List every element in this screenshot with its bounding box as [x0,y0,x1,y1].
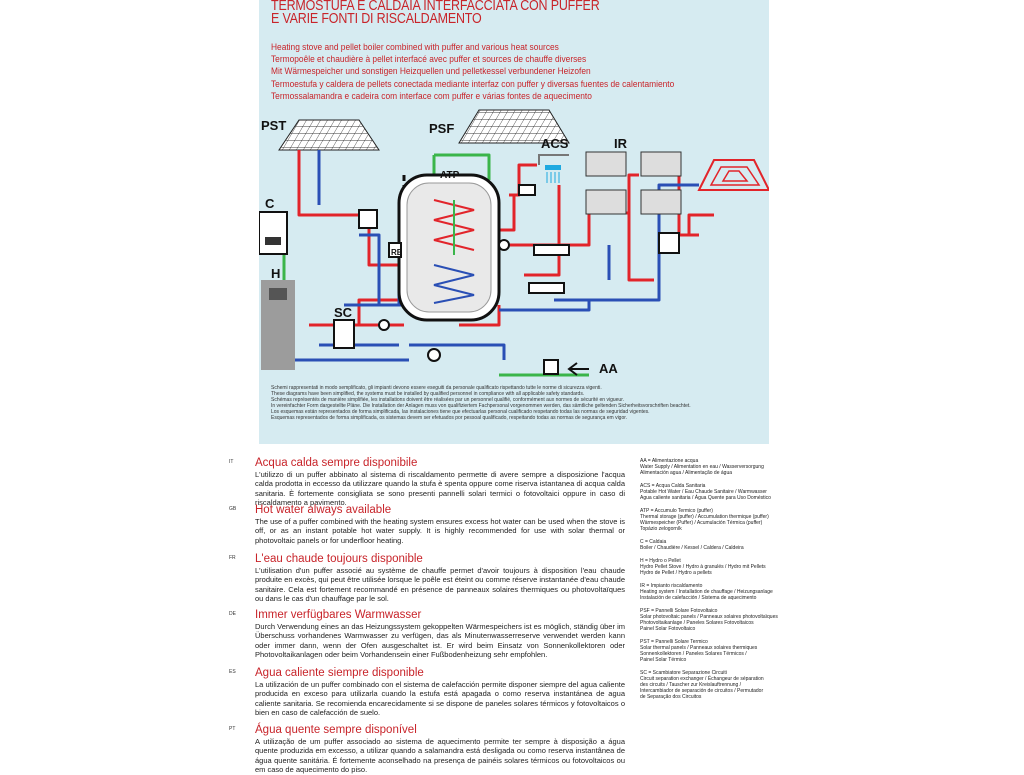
thermal-storage-tank [397,173,501,322]
solar-photovoltaic-panel [458,109,570,144]
boiler [259,211,288,255]
section-title: L'eau chaude toujours disponible [255,553,423,565]
label-pst: PST [261,118,286,133]
section-body: Durch Verwendung eines an das Heizungssy… [255,622,625,660]
section-title: Água quente sempre disponível [255,724,417,736]
label-atp: ATP [440,170,460,181]
section-de: DE Immer verfügbares Warmwasser Durch Ve… [229,609,625,660]
section-body: The use of a puffer combined with the he… [255,517,625,545]
circuit-separation-exchanger [333,319,355,349]
page-title: TERMOSTUFA E CALDAIA INTERFACCIATA CON P… [271,0,600,27]
diagram-panel: TERMOSTUFA E CALDAIA INTERFACCIATA CON P… [259,0,769,444]
floor-heating-icon [697,159,769,191]
legend-item-atp: ATP = Accumulo Termico (puffer)Thermal s… [640,508,769,532]
section-pt: PT Água quente sempre disponível A utili… [229,724,625,775]
section-body: L'utilizzo di un puffer abbinato al sist… [255,470,625,508]
subtitle-list: Heating stove and pellet boiler combined… [271,41,674,102]
radiators [585,151,682,215]
subtitle-de: Mit Wärmespeicher und sonstigen Heizquel… [271,66,591,77]
section-title: Immer verfügbares Warmwasser [255,609,422,621]
section-body: A utilização de um puffer associado ao s… [255,737,625,775]
subtitle-es: Termoestufa y caldera de pellets conecta… [271,78,675,89]
solar-thermal-panel [278,119,380,151]
subtitle-en: Heating stove and pellet boiler combined… [271,42,559,52]
section-body: La utilización de un puffer combinado co… [255,680,625,718]
section-body: L'utilisation d'un puffer associé au sys… [255,566,626,604]
section-title: Agua caliente siempre disponible [255,667,424,679]
section-gb: GB Hot water always available The use of… [229,504,625,545]
section-fr: FR L'eau chaude toujours disponible L'ut… [229,553,626,604]
label-aa: AA [599,361,618,376]
installation-notes: Schemi rappresentati in modo semplificat… [271,385,691,421]
label-psf: PSF [429,121,454,136]
section-es: ES Agua caliente siempre disponible La u… [229,667,625,718]
section-title: Acqua calda sempre disponibile [255,457,418,469]
section-it: IT Acqua calda sempre disponibile L'util… [229,457,625,508]
label-acs: ACS [541,136,569,151]
section-title: Hot water always available [255,504,392,516]
subtitle-fr: Termopoêle et chaudière à pellet interfa… [271,54,587,65]
label-re: RE [391,248,403,257]
label-ir: IR [614,136,628,151]
label-c: C [265,196,275,211]
subtitle-pt: Termossalamandra e cadeira com interface… [271,90,592,101]
label-sc: SC [334,305,353,320]
shower-icon [538,154,569,183]
heating-system-diagram: PST PSF ACS IR C ATP H SC RE AA [259,109,769,377]
water-supply-arrow [567,362,589,376]
label-h: H [271,266,280,281]
pellet-stove [261,280,295,370]
